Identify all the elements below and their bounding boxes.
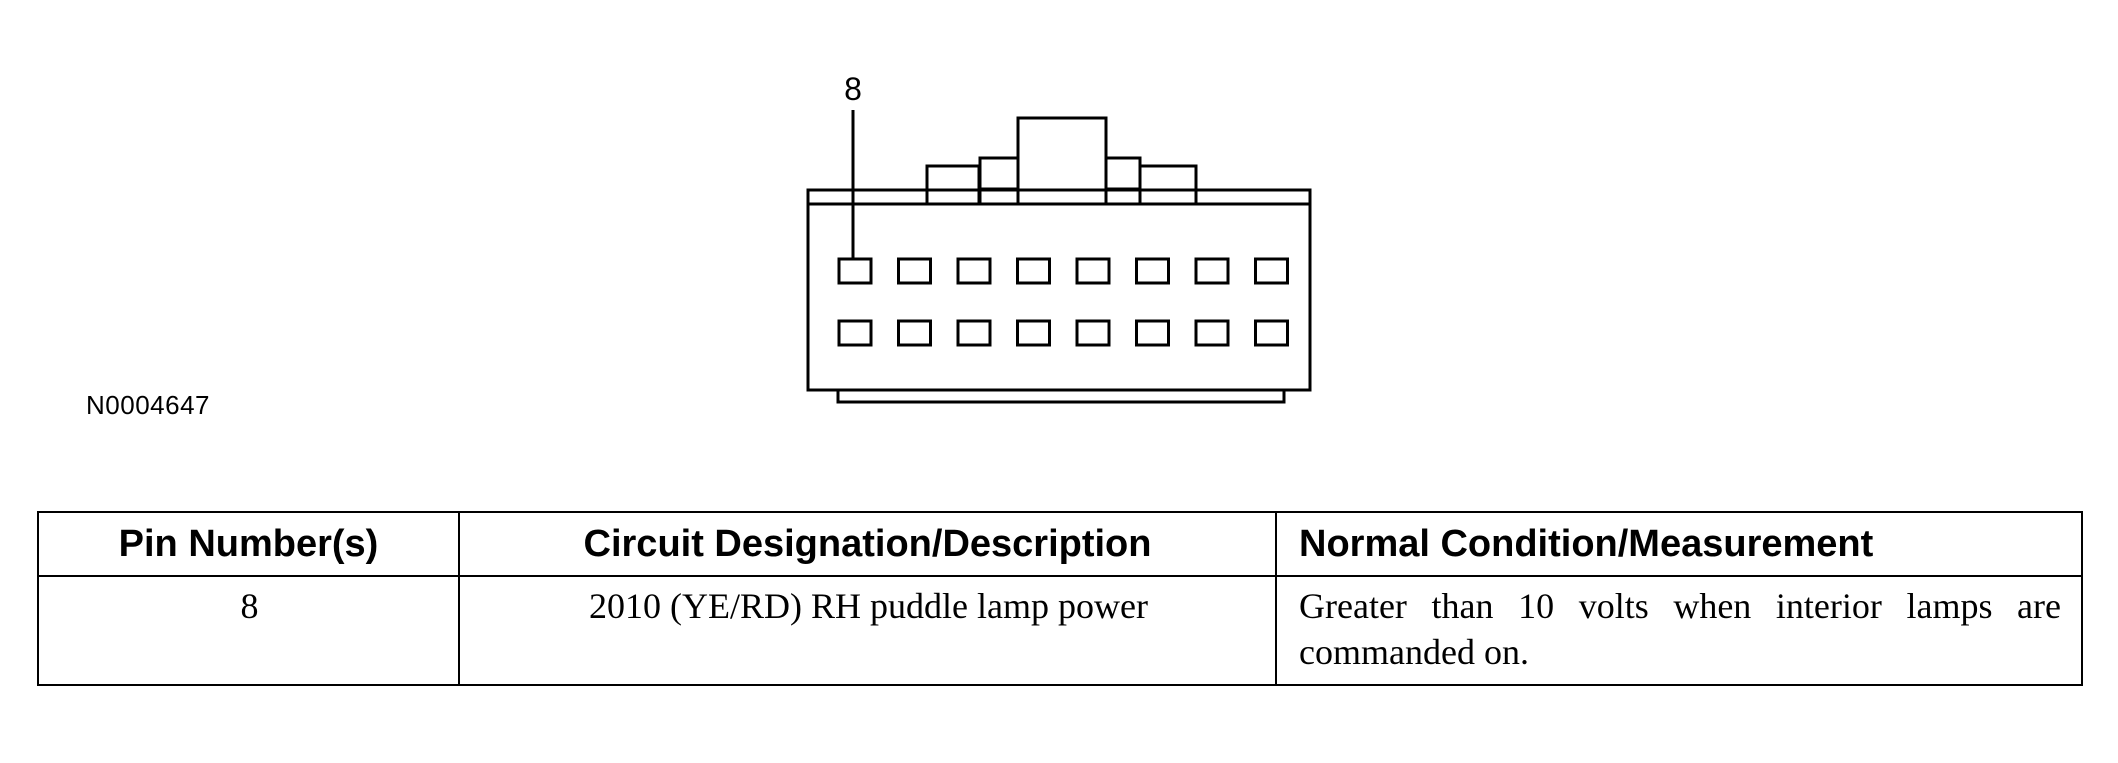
pin-cavity bbox=[1135, 319, 1170, 347]
connector-upper-tab-left-inner bbox=[978, 156, 1020, 206]
pin-cavity bbox=[897, 319, 932, 347]
connector-diagram: 8 bbox=[806, 71, 1312, 404]
pin-cavity bbox=[1135, 257, 1170, 285]
connector-bottom-lip bbox=[836, 390, 1286, 404]
pin-cavity bbox=[837, 257, 873, 285]
pin-cavity bbox=[1016, 319, 1051, 347]
header-normal-condition: Normal Condition/Measurement bbox=[1275, 511, 2083, 577]
table-header-row: Pin Number(s) Circuit Designation/Descri… bbox=[37, 511, 2083, 577]
pin-cavity bbox=[1075, 257, 1111, 285]
illustration-code: N0004647 bbox=[86, 390, 210, 420]
pin-cavity bbox=[1194, 257, 1230, 285]
pin-cavity bbox=[956, 257, 992, 285]
cell-pin-number: 8 bbox=[37, 575, 460, 686]
pin-cavity bbox=[1194, 319, 1230, 347]
connector-upper-tab-right-inner bbox=[1104, 156, 1142, 206]
connector-upper-tab-left-outer bbox=[925, 164, 981, 206]
table-row: 8 2010 (YE/RD) RH puddle lamp power Grea… bbox=[37, 575, 2083, 686]
header-circuit-description: Circuit Designation/Description bbox=[458, 511, 1277, 577]
cell-circuit-description: 2010 (YE/RD) RH puddle lamp power bbox=[458, 575, 1277, 686]
header-pin-numbers: Pin Number(s) bbox=[37, 511, 460, 577]
pin-cavity bbox=[837, 319, 873, 347]
pin-cavity bbox=[1075, 319, 1111, 347]
connector-body bbox=[806, 188, 1312, 392]
pin-cavity bbox=[1254, 319, 1289, 347]
pin-cavity bbox=[1016, 257, 1051, 285]
pin-callout-label: 8 bbox=[844, 71, 862, 107]
pin-cavity bbox=[897, 257, 932, 285]
pin-table: Pin Number(s) Circuit Designation/Descri… bbox=[37, 511, 2083, 686]
cell-measurement: Greater than 10 volts when interior lamp… bbox=[1275, 575, 2083, 686]
connector-upper-tab-right-outer bbox=[1138, 164, 1198, 206]
connector-pin-grid bbox=[837, 257, 1289, 347]
pin-cavity bbox=[1254, 257, 1289, 285]
pin-cavity bbox=[956, 319, 992, 347]
